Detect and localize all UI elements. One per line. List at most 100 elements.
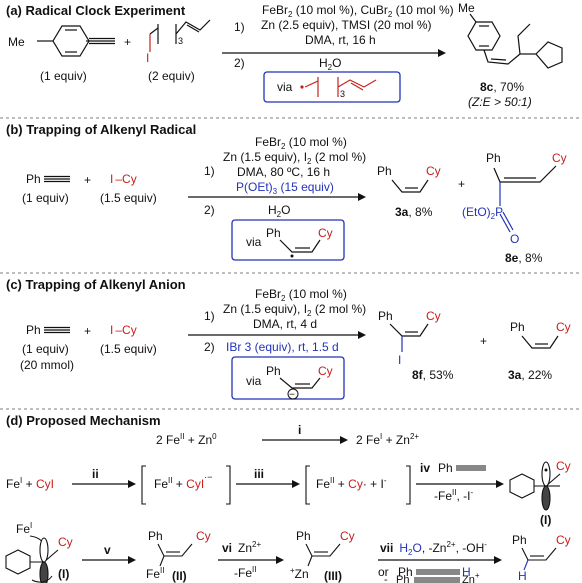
II-ph: Ph (148, 529, 163, 543)
cond4-c: IBr 3 (equiv), rt, 1.5 d (226, 340, 339, 354)
via-label-c: via (246, 374, 262, 388)
final-cy: Cy (556, 533, 571, 547)
ph-b: Ph (26, 172, 41, 186)
section-a: (a) Radical Clock Experiment Me + I 3 (1… (6, 1, 563, 109)
rad2-cy: Cy (58, 535, 73, 549)
bracket1-right (226, 465, 231, 505)
section-d: (d) Proposed Mechanism 2 FeII + Zn0 i 2 … (5, 413, 571, 583)
via-radical-structure-a (304, 77, 377, 97)
iv-ph: Ph (438, 461, 453, 475)
vii-or: or (378, 565, 389, 579)
step2-b: 2) (204, 203, 215, 217)
product-8c-structure (467, 13, 563, 69)
III-zn: +Zn (290, 566, 309, 581)
p2-ph-b: Ph (486, 151, 501, 165)
cond2-c: Zn (1.5 equiv), I2 (2 mol %) (223, 302, 366, 318)
vinyl-radical-I2-structure (5, 537, 59, 583)
step2-c: 2) (204, 340, 215, 354)
III-structure (305, 543, 341, 567)
product-ratio: (Z:E > 50:1) (468, 95, 532, 109)
alkyne-c (44, 326, 70, 334)
icy-b: I–Cy (110, 172, 137, 186)
iv-minus: -FeII, -I- (434, 488, 473, 503)
via-box-b (231, 219, 345, 261)
p1-cy-b: Cy (426, 164, 441, 178)
methyl-label: Me (8, 35, 25, 49)
equiv-alkyne-b: (1 equiv) (22, 191, 69, 205)
arrowhead-vi (276, 556, 284, 564)
fei-label: FeI (16, 521, 32, 536)
eq-right: 2 FeI + Zn2+ (356, 432, 419, 447)
step-v: v (104, 543, 111, 557)
section-d-title: (d) Proposed Mechanism (6, 413, 161, 428)
III-ph: Ph (296, 529, 311, 543)
cond3-c: DMA, rt, 4 d (253, 317, 317, 331)
arrowhead-v (128, 556, 136, 564)
vii-ph: Ph (398, 565, 413, 579)
step1-c: 1) (204, 309, 215, 323)
product-8f-structure (389, 323, 429, 352)
via-box-a (263, 71, 401, 103)
p1-ph-b: Ph (377, 164, 392, 178)
bracket1-content: FeII + CyI·− (154, 472, 212, 491)
p2-oxygen: O (510, 232, 519, 246)
icy-c: I–Cy (110, 323, 137, 337)
arrowhead-vii (494, 556, 502, 564)
step-ii: ii (92, 467, 99, 481)
vii-zn: Zn+ (462, 571, 480, 583)
III-label: (III) (324, 569, 342, 583)
section-c-title: (c) Trapping of Alkenyl Anion (6, 277, 186, 292)
iv-alkyne (456, 465, 486, 471)
step-iv: iv (420, 461, 430, 475)
plus2-c: + (480, 334, 487, 348)
step2-a: 2) (234, 56, 245, 70)
p1-cy-c: Cy (426, 309, 441, 323)
rad-cy: Cy (556, 459, 571, 473)
fei-curly-arrow2 (31, 575, 53, 583)
p2-label-b: 8e, 8% (505, 251, 543, 265)
arrowhead-b (358, 193, 366, 201)
mmol-c: (20 mmol) (20, 358, 74, 372)
equiv-iodide-a: (2 equiv) (148, 69, 195, 83)
step1-a: 1) (234, 20, 245, 34)
II-label: (II) (172, 569, 187, 583)
vii-alkyne2 (414, 577, 460, 583)
section-b: (b) Trapping of Alkenyl Radical Ph + I–C… (6, 122, 567, 265)
p1-label-c: 8f, 53% (412, 368, 454, 382)
radical-dot-I (544, 468, 548, 472)
tolylacetylene-structure (37, 25, 115, 57)
eq-step-i: i (298, 423, 301, 437)
cond5-b: H2O (268, 203, 290, 219)
cond1-a: FeBr2 (10 mol %), CuBr2 (10 mol %) (262, 3, 454, 19)
plus-c: + (84, 324, 91, 338)
cond2-b: Zn (1.5 equiv), I2 (2 mol %) (223, 150, 366, 166)
p1-ph-c: Ph (378, 309, 393, 323)
II-cy: Cy (196, 529, 211, 543)
via-label-b: via (246, 235, 262, 249)
product-methyl: Me (458, 1, 475, 15)
vi-fe: -FeII (234, 565, 256, 580)
arrowhead-ii (128, 480, 136, 488)
via-box-c (231, 356, 345, 400)
step-iii: iii (254, 467, 264, 481)
via-cy-b: Cy (318, 226, 333, 240)
product-8e-structure (493, 165, 557, 233)
via-ph-b: Ph (266, 226, 281, 240)
p1-label-b: 3a, 8% (395, 205, 433, 219)
cond2-a: Zn (2.5 equiv), TMSI (20 mol %) (261, 18, 432, 32)
p2-ph-c: Ph (510, 320, 525, 334)
arrowhead-c (358, 331, 366, 339)
cond3-a: DMA, rt, 16 h (305, 33, 376, 47)
section-a-title: (a) Radical Clock Experiment (6, 3, 186, 18)
equiv-alkyne-a: (1 equiv) (40, 69, 87, 83)
bracket2-content: FeII + Cy· + I- (316, 476, 387, 491)
p2-cy-c: Cy (556, 320, 571, 334)
via-ph-c: Ph (266, 364, 281, 378)
iodoalkene-structure (149, 19, 211, 52)
via-alkene-c (279, 377, 321, 389)
section-b-title: (b) Trapping of Alkenyl Radical (6, 122, 196, 137)
iodide-i: I (146, 51, 149, 65)
p1-iodine-c: I (398, 353, 401, 367)
